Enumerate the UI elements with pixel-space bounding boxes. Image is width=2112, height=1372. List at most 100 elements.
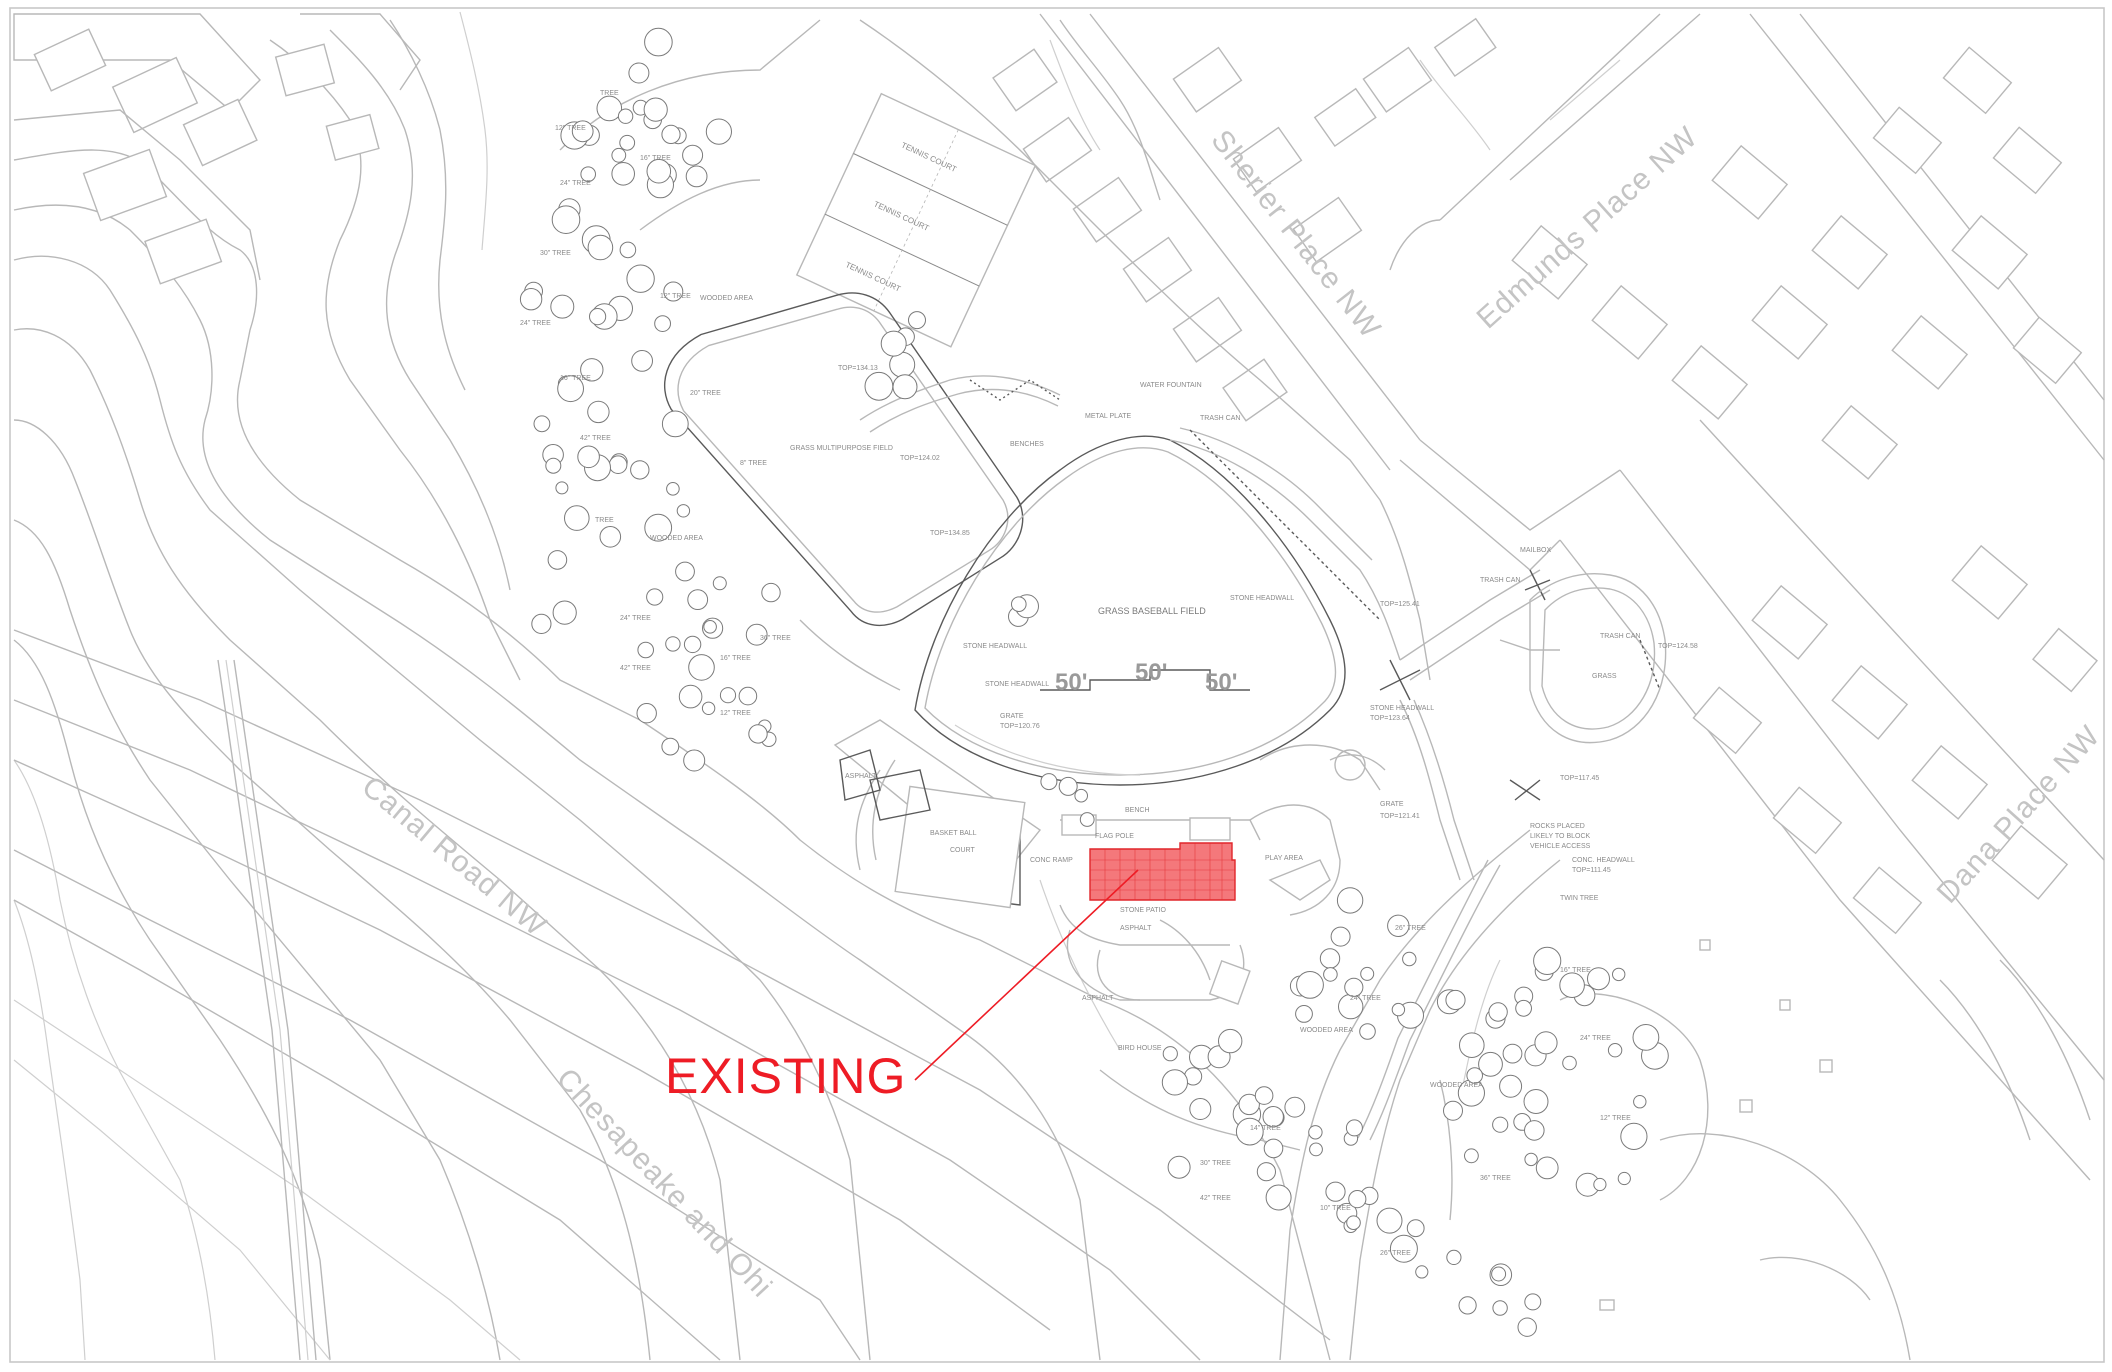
tree-label: 26" TREE <box>1380 1250 1411 1257</box>
tree-symbol <box>1330 926 1351 947</box>
tree-symbol <box>617 108 634 124</box>
tree-label: 16" TREE <box>720 655 751 662</box>
tree-symbol <box>1406 1219 1425 1238</box>
tree-symbol <box>611 147 627 163</box>
tree-symbol <box>1162 1046 1178 1062</box>
trash-label: TRASH CAN <box>1200 415 1240 422</box>
residential-buildings <box>992 17 2098 1361</box>
baseball-field-label: GRASS BASEBALL FIELD <box>1098 606 1206 616</box>
asphalt-label-2: ASPHALT <box>1120 925 1152 932</box>
tree-symbol <box>1058 776 1078 796</box>
tree-symbol <box>626 264 655 293</box>
tree-label: 26" TREE <box>1395 925 1426 932</box>
map-border <box>9 7 2105 1363</box>
tree-symbol <box>646 588 664 606</box>
tree-symbol <box>1559 972 1585 999</box>
tree-symbol <box>688 654 715 681</box>
field-top-label: TOP=134.13 <box>838 365 878 372</box>
tree-symbol <box>644 513 673 542</box>
tree-symbol <box>636 703 657 724</box>
tree-symbol <box>531 613 552 635</box>
tree-symbol <box>675 561 695 582</box>
tree-symbol <box>682 144 704 166</box>
tree-label: 36" TREE <box>1480 1175 1511 1182</box>
tree-symbol <box>1492 1300 1508 1316</box>
tree-symbol <box>580 166 597 182</box>
tree-symbol <box>1402 951 1417 967</box>
tree-symbol <box>661 410 689 438</box>
tree-symbol <box>1502 1043 1523 1064</box>
tree-symbol <box>630 460 650 480</box>
asphalt-label-3: ASPHALT <box>1082 995 1114 1002</box>
tree-symbol <box>1524 1293 1542 1311</box>
baseball-field: GRASS BASEBALL FIELD 50' 50' 50' STONE H… <box>914 435 1346 786</box>
tree-symbol <box>1515 999 1532 1017</box>
asphalt-label-1: ASPHALT <box>845 773 877 780</box>
tree-symbol <box>687 589 709 610</box>
tree-symbol <box>1587 967 1610 991</box>
tree-symbol <box>1632 1024 1660 1051</box>
tree-symbol <box>1319 948 1341 969</box>
multipurpose-field-label: GRASS MULTIPURPOSE FIELD <box>790 445 893 452</box>
tree-symbol <box>599 526 622 548</box>
tree-symbol <box>703 620 717 634</box>
tree-symbol <box>1309 1142 1323 1157</box>
tree-symbol <box>1262 1106 1284 1128</box>
road-label-canal: Canal Road NW <box>356 770 553 943</box>
tree-label: 12" TREE <box>660 293 691 300</box>
tree-label: 8" TREE <box>740 460 767 467</box>
tree-symbol <box>1464 1148 1479 1164</box>
multipurpose-field: TOP=134.13 GRASS MULTIPURPOSE FIELD TOP=… <box>664 292 1024 627</box>
tree-symbol <box>619 241 637 259</box>
tree-label: 30" TREE <box>540 250 571 257</box>
tree-symbol <box>1040 773 1058 791</box>
tree-symbol <box>1617 1171 1631 1186</box>
tree-symbol <box>628 62 650 84</box>
tree-symbol <box>577 445 600 469</box>
existing-label: EXISTING <box>665 1048 906 1104</box>
canal-corridor <box>13 629 1331 1361</box>
tree-symbol <box>1533 946 1562 976</box>
tree-symbol <box>748 724 768 744</box>
tree-label: 20" TREE <box>690 390 721 397</box>
tree-symbol <box>1345 1119 1363 1137</box>
tree-symbol <box>661 124 681 144</box>
tree-symbol <box>663 281 684 302</box>
tree-symbol <box>1265 1184 1292 1211</box>
tree-label: 12" TREE <box>555 125 586 132</box>
tree-symbol <box>1344 977 1364 997</box>
tree-symbol <box>1524 1152 1538 1167</box>
tree-symbol <box>637 641 655 659</box>
basketball-label-2: COURT <box>950 847 975 854</box>
rocks-placed-label-2: LIKELY TO BLOCK <box>1530 833 1591 840</box>
top5-label: TOP=124.58 <box>1658 643 1698 650</box>
tree-symbol <box>1256 1162 1277 1182</box>
metal-plate-label: METAL PLATE <box>1085 413 1131 420</box>
tree-symbol <box>1607 1043 1623 1058</box>
tree-symbol <box>1446 1249 1462 1266</box>
wooded-area-label: WOODED AREA <box>1300 1027 1353 1034</box>
tree-symbol <box>701 701 716 715</box>
tree-symbol <box>550 294 575 319</box>
tree-symbol <box>1376 1207 1403 1234</box>
tree-symbol <box>864 371 894 401</box>
grass-label: GRASS <box>1592 673 1617 680</box>
trash-can-label: TRASH CAN <box>1600 633 1640 640</box>
tree-symbol <box>1218 1028 1243 1054</box>
tree-symbol <box>580 358 604 382</box>
tree-symbol <box>1534 1031 1558 1055</box>
stone-headwall-label-1: STONE HEADWALL <box>963 643 1027 650</box>
tree-label: TREE <box>600 90 619 97</box>
tree-label: 12" TREE <box>720 710 751 717</box>
tree-symbol <box>1517 1317 1537 1337</box>
tree-label: 24" TREE <box>560 180 591 187</box>
tree-canopy <box>519 27 1669 1337</box>
bench-label: BENCH <box>1125 807 1150 814</box>
existing-leader-line <box>914 869 1139 1081</box>
tree-symbol <box>1074 788 1088 803</box>
tree-symbol <box>880 330 907 357</box>
tree-label: 14" TREE <box>1250 1125 1281 1132</box>
grass-circle-area: GRASS TRASH CAN TOP=124.58 <box>1529 573 1698 744</box>
tree-symbol <box>555 481 569 495</box>
